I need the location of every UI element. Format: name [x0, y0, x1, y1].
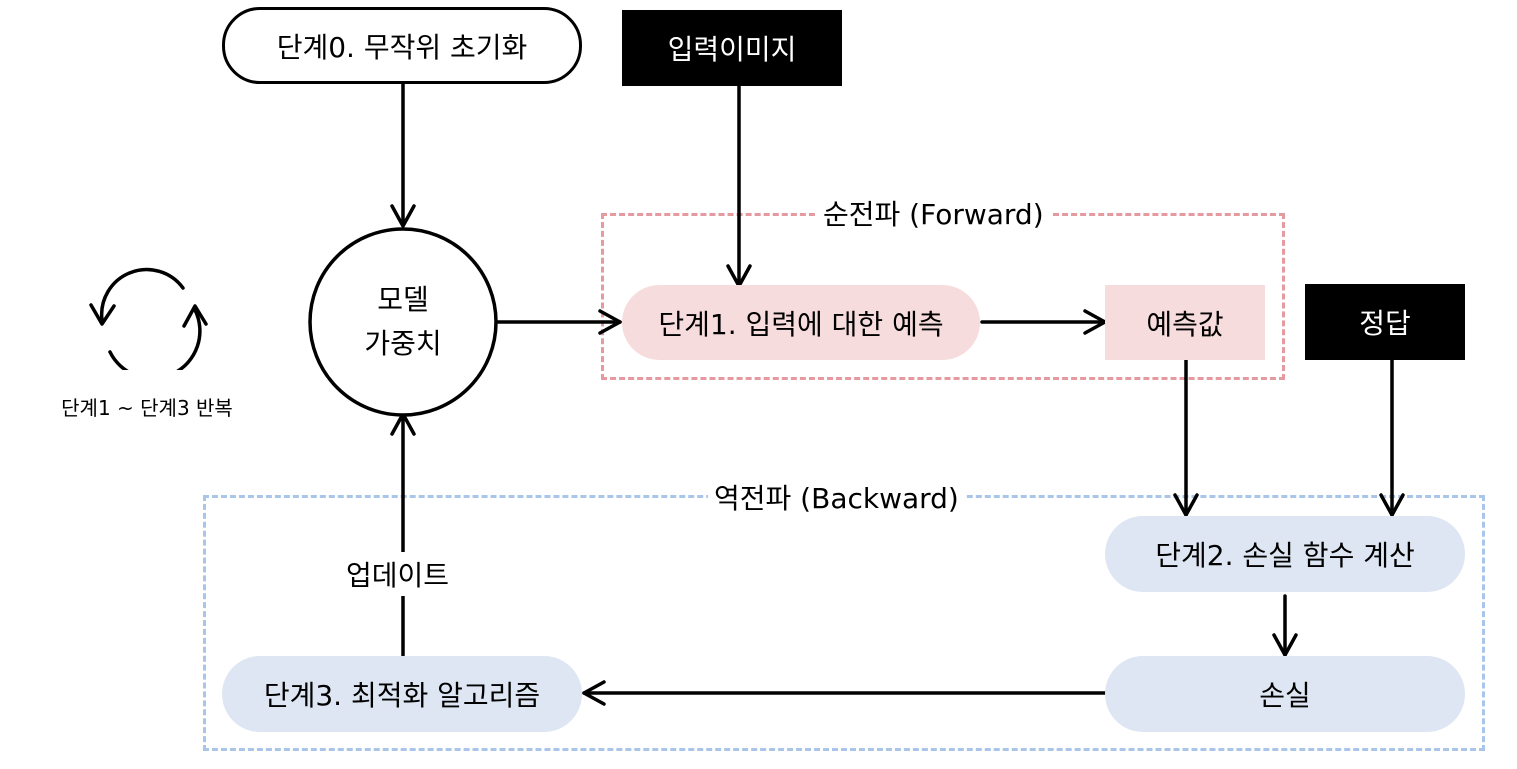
loss-node: 손실 — [1105, 656, 1465, 732]
init-node: 단계0. 무작위 초기화 — [222, 7, 582, 84]
predict-node: 단계1. 입력에 대한 예측 — [622, 285, 980, 360]
forward-label: 순전파 (Forward) — [817, 193, 1050, 233]
model-label-line2: 가중치 — [364, 327, 442, 360]
model-label-line1: 모델 — [377, 283, 429, 316]
model-weights-node: 모델 가중치 — [313, 232, 493, 412]
input-image-node: 입력이미지 — [622, 10, 842, 86]
cycle-label: 단계1 ~ 단계3 반복 — [61, 396, 233, 420]
prediction-node: 예측값 — [1105, 285, 1265, 360]
update-label: 업데이트 — [340, 552, 456, 596]
loss-calc-node: 단계2. 손실 함수 계산 — [1105, 516, 1465, 592]
cycle-icon — [89, 267, 208, 370]
optimizer-node: 단계3. 최적화 알고리즘 — [222, 656, 582, 732]
backward-label: 역전파 (Backward) — [708, 477, 965, 517]
answer-node: 정답 — [1305, 284, 1465, 360]
